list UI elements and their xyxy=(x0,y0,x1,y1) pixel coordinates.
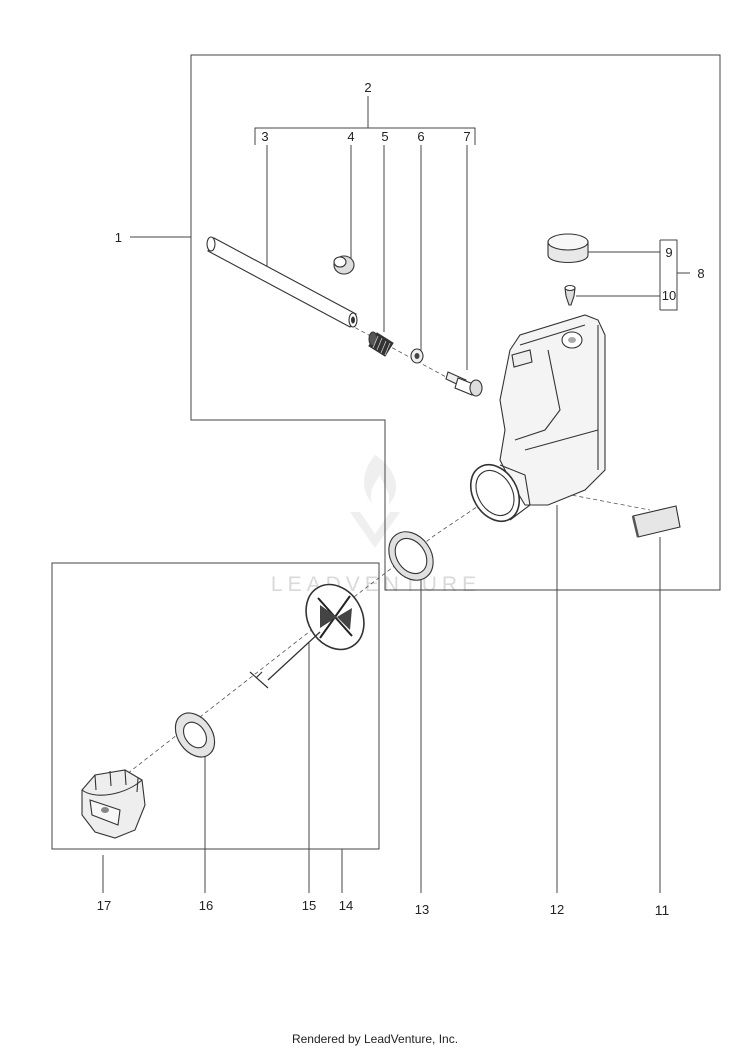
fuel-cap-part-17 xyxy=(81,769,146,839)
callout-2: 2 xyxy=(364,80,371,95)
callout-10: 10 xyxy=(662,288,676,303)
callout-4: 4 xyxy=(347,129,354,144)
callout-numbers: 1 2 3 4 5 6 7 8 9 10 11 12 13 14 15 16 1… xyxy=(97,80,705,918)
fitting-part-10 xyxy=(564,284,576,306)
assembly-14-frame xyxy=(51,562,380,850)
watermark-text: LEADVENTURE xyxy=(271,573,481,596)
grommet-part-4 xyxy=(333,255,355,275)
callout-16: 16 xyxy=(199,898,213,913)
strainer-part-15 xyxy=(249,583,365,689)
washer-part-16 xyxy=(174,712,216,758)
fuel-tube-part-3 xyxy=(206,236,358,328)
gasket-part-13 xyxy=(388,531,434,581)
callout-11: 11 xyxy=(655,902,670,918)
callout-12: 12 xyxy=(550,902,564,917)
callout-3: 3 xyxy=(261,129,268,144)
callout-8: 8 xyxy=(697,266,704,281)
callout-13: 13 xyxy=(415,902,429,917)
washer-part-6 xyxy=(410,348,424,364)
callout-6: 6 xyxy=(417,129,424,144)
valve-part-7 xyxy=(445,371,483,397)
callout-5: 5 xyxy=(381,129,388,144)
fuel-tank-part-12 xyxy=(469,314,606,523)
callout-9: 9 xyxy=(665,245,672,260)
footer-credit: Rendered by LeadVenture, Inc. xyxy=(291,1032,459,1046)
callout-15: 15 xyxy=(302,898,316,913)
callout-1: 1 xyxy=(115,230,122,245)
cap-part-9 xyxy=(547,233,589,264)
callout-17: 17 xyxy=(97,898,111,913)
fuel-filter-part-5 xyxy=(368,331,394,357)
callout-leaders xyxy=(102,96,690,893)
callout-7: 7 xyxy=(463,129,470,144)
callout-14: 14 xyxy=(339,898,353,913)
assembly-1-frame xyxy=(190,54,721,591)
label-plate-part-11 xyxy=(631,505,681,538)
leadventure-watermark-logo xyxy=(350,455,400,548)
